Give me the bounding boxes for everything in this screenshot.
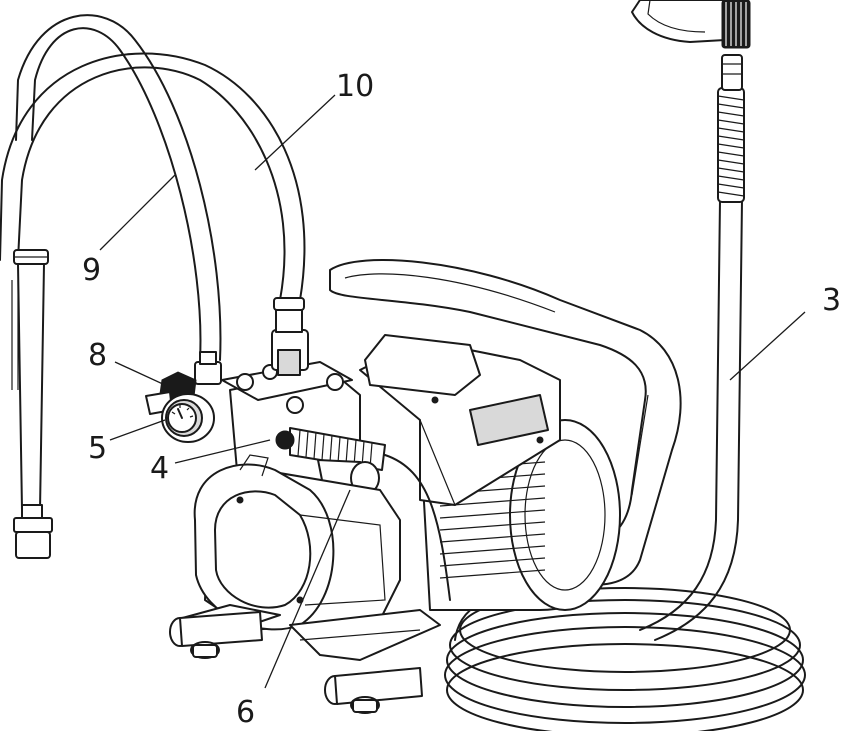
suction-tube [11, 249, 53, 559]
spray-gun-handle [631, 0, 751, 49]
callout-6: 6 [236, 695, 255, 730]
pump-housing [193, 454, 401, 631]
base-frame [169, 604, 441, 714]
callout-3: 3 [822, 283, 841, 318]
pressure-gauge [161, 393, 215, 443]
callout-4: 4 [150, 451, 169, 486]
spray-hose [639, 54, 745, 641]
callouts: 3 4 5 6 8 9 10 [82, 69, 841, 730]
motor [419, 419, 621, 611]
control-box [359, 334, 561, 506]
callout-8: 8 [88, 338, 107, 373]
callout-9: 9 [82, 253, 101, 288]
suction-hose [0, 14, 306, 361]
return-fitting [194, 351, 222, 385]
leader-lines [99, 94, 806, 689]
callout-5: 5 [88, 431, 107, 466]
callout-10: 10 [336, 69, 374, 104]
